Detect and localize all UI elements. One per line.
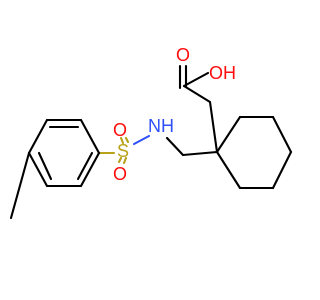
bond-s-to-o-top-1	[119, 136, 125, 145]
bond-ring-3	[271, 115, 293, 154]
bond-aryl-1	[79, 118, 101, 155]
label-nh: NH	[148, 116, 174, 136]
bond-aryl-inner-2	[37, 151, 53, 181]
bond-s-to-o-bottom-2	[122, 156, 128, 165]
bond-ch2-to-n	[165, 136, 185, 157]
structure-canvas: OH O NH S O O	[9, 45, 293, 220]
bond-aryl-6	[79, 151, 101, 188]
bond-methyl	[9, 151, 31, 220]
bond-quaternary-c-to-ch2	[181, 150, 219, 157]
label-s: S	[117, 141, 129, 161]
bond-ring-4	[271, 150, 293, 190]
bond-s-to-o-top-2	[124, 136, 130, 144]
bond-aryl-inner-3	[76, 151, 94, 181]
bond-aryl-3	[27, 118, 49, 155]
label-oh: OH	[209, 63, 236, 83]
label-o-bottom: O	[113, 164, 127, 184]
bond-ch2-to-quaternary-c	[208, 100, 219, 154]
bond-s-to-o-bottom-1	[117, 156, 123, 164]
bond-carboxyl-c-to-ch2	[182, 84, 212, 104]
bond-n-to-s	[132, 134, 151, 146]
bond-aryl-4	[27, 151, 49, 188]
label-o-carbonyl: O	[176, 45, 190, 65]
bond-ring-6	[215, 150, 242, 190]
bonds	[9, 64, 293, 220]
bond-carboxyl-c-to-oh	[182, 71, 210, 88]
bond-ring-1	[215, 115, 242, 154]
label-o-top: O	[113, 120, 127, 140]
atom-labels: OH O NH S O O	[113, 45, 236, 184]
